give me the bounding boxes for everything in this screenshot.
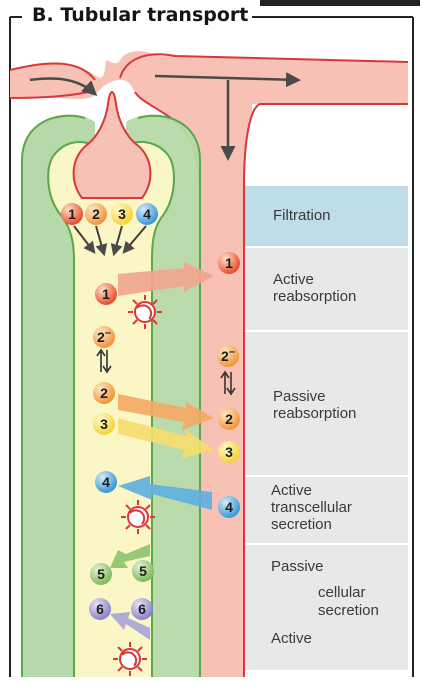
svg-text:5: 5: [139, 563, 147, 579]
substance-2-blood: 2: [218, 408, 240, 430]
substance-2-glomerulus: 2: [85, 203, 107, 225]
substance-3-glomerulus: 3: [111, 203, 133, 225]
svg-text:4: 4: [225, 499, 233, 515]
svg-text:2: 2: [92, 206, 100, 222]
svg-text:1: 1: [225, 255, 233, 271]
substance-3-lumen: 3: [93, 413, 115, 435]
svg-text:4: 4: [143, 206, 151, 222]
substance-1-lumen: 1: [95, 283, 117, 305]
svg-text:3: 3: [100, 416, 108, 432]
band-label-active-cellular: Active: [271, 630, 312, 647]
substance-2-minus-lumen: 2–: [93, 326, 115, 348]
svg-text:1: 1: [68, 206, 76, 222]
substance-1-glomerulus: 1: [61, 203, 83, 225]
substance-6-cell: 6: [131, 598, 153, 620]
substance-5-cell: 5: [132, 560, 154, 582]
substance-4-lumen: 4: [95, 471, 117, 493]
svg-text:6: 6: [138, 601, 146, 617]
svg-text:5: 5: [97, 566, 105, 582]
substance-5-lumen: 5: [90, 563, 112, 585]
substance-3-blood: 3: [218, 441, 240, 463]
svg-text:1: 1: [102, 286, 110, 302]
band-label-passive-reabsorption: Passive reabsorption: [273, 388, 356, 422]
band-label-cellular: cellular: [318, 584, 366, 601]
svg-text:6: 6: [96, 601, 104, 617]
substance-4-glomerulus: 4: [136, 203, 158, 225]
svg-text:2: 2: [225, 411, 233, 427]
substance-2-minus-blood: 2–: [217, 345, 239, 367]
band-label-active-reabsorption: Active reabsorption: [273, 271, 356, 305]
svg-text:3: 3: [118, 206, 126, 222]
band-label-secretion: secretion: [318, 602, 379, 619]
svg-text:2: 2: [100, 385, 108, 401]
substance-1-blood: 1: [218, 252, 240, 274]
panel-title: B. Tubular transport: [28, 4, 252, 26]
band-label-filtration: Filtration: [273, 207, 331, 224]
bowman-capsule: [22, 92, 200, 677]
svg-text:3: 3: [225, 444, 233, 460]
band-label-active-transcellular-secretion: Active transcellular secretion: [271, 482, 352, 533]
substance-4-blood: 4: [218, 496, 240, 518]
band-label-passive-cellular: Passive: [271, 558, 324, 575]
substance-6-lumen: 6: [89, 598, 111, 620]
substance-2-lumen: 2: [93, 382, 115, 404]
svg-text:4: 4: [102, 474, 110, 490]
